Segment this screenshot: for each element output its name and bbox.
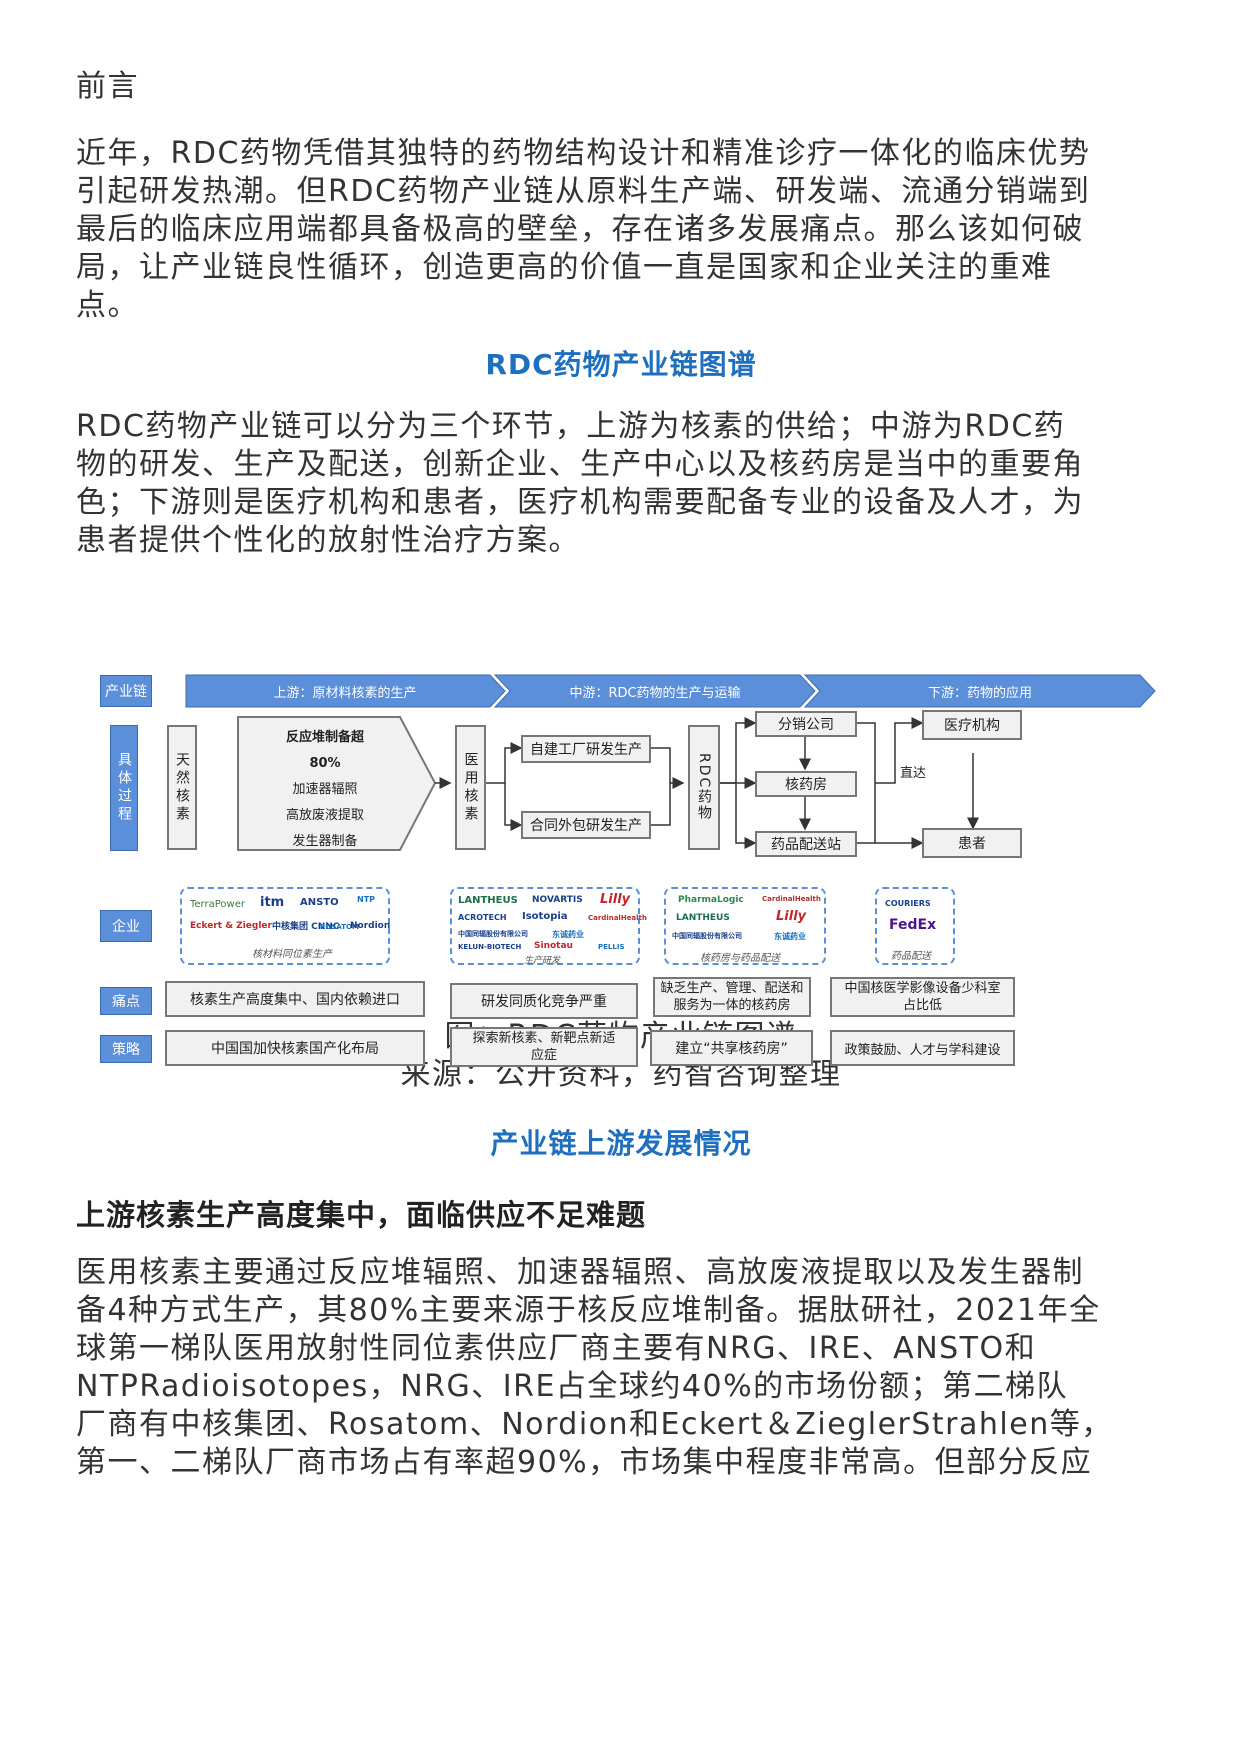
method-accelerator: 加速器辐照 — [292, 782, 358, 797]
company-logo: Eckert & Ziegler — [190, 921, 272, 931]
company-logo: CardinalHealth — [588, 914, 647, 922]
cdmo-box: 合同外包研发生产 — [521, 811, 651, 839]
company-logo: NOVARTIS — [532, 895, 583, 905]
midstream-companies-caption: 生产研发 — [524, 956, 561, 966]
stage-arrow-downstream — [803, 674, 1156, 708]
company-logo: Sinotau — [534, 941, 573, 951]
method-reactor-share: 80% — [309, 756, 341, 771]
direct-label: 直达 — [900, 766, 927, 781]
rdc-industry-chain-diagram: 产业链 具体过程 企业 痛点 策略 上游：原材料核素的生产 中游：RDC药物的生… — [100, 665, 1160, 1130]
stage-downstream-label: 下游：药物的应用 — [927, 686, 1032, 701]
patient-box: 患者 — [922, 828, 1022, 858]
row-label-chain: 产业链 — [100, 675, 152, 707]
strategy-downstream: 政策鼓励、人才与学科建设 — [830, 1030, 1015, 1066]
distribution-company-box: 分销公司 — [755, 711, 857, 737]
stage-arrow-upstream — [185, 674, 506, 708]
method-reactor: 反应堆制备超 — [285, 730, 364, 745]
company-logo: 中国同辐股份有限公司 — [458, 930, 528, 938]
intro-paragraph: 近年，RDC药物凭借其独特的药物结构设计和精准诊疗一体化的临床优势 引起研发热潮… — [76, 136, 1091, 323]
company-logo: COURIERS — [885, 899, 931, 908]
nuclear-pharmacy-box: 核药房 — [755, 771, 857, 797]
company-logo: KELUN-BIOTECH — [458, 943, 522, 951]
row-label-process: 具体过程 — [110, 725, 138, 851]
upstream-companies-caption: 核材料同位素生产 — [252, 949, 332, 960]
stage-upstream-label: 上游：原材料核素的生产 — [273, 686, 417, 701]
pain-downstream: 中国核医学影像设备少科室占比低 — [830, 977, 1015, 1017]
company-logo: ACROTECH — [458, 913, 507, 922]
company-logo: CardinalHealth — [762, 895, 821, 903]
row-label-companies: 企业 — [100, 910, 152, 942]
stage-midstream-label: 中游：RDC药物的生产与运输 — [569, 686, 741, 701]
company-logo: 东诚药业 — [552, 930, 584, 939]
company-logo: ANSTO — [300, 897, 339, 908]
medical-nuclide-box: 医用核素 — [455, 725, 486, 850]
strategy-midstream: 探索新核素、新靶点新适应症 — [450, 1027, 638, 1067]
row-label-strategy: 策略 — [100, 1035, 152, 1063]
company-logo: 东诚药业 — [774, 932, 806, 941]
delivery-companies-panel: COURIERS FedEx 药品配送 — [875, 887, 955, 965]
diagram-connectors — [185, 674, 1156, 851]
pain-pharmacy: 缺乏生产、管理、配送和服务为一体的核药房 — [653, 977, 811, 1017]
company-logo: TerraPower — [190, 899, 245, 910]
method-waste-extraction: 高放废液提取 — [285, 808, 364, 823]
strategy-pharmacy: 建立“共享核药房” — [650, 1030, 813, 1066]
rdc-drug-box: RDC药物 — [688, 725, 720, 850]
pharmacy-companies-caption: 核药房与药品配送 — [700, 953, 780, 964]
method-generator: 发生器制备 — [292, 834, 358, 849]
company-logo: 中国同辐股份有限公司 — [672, 932, 742, 940]
pharmacy-companies-panel: PharmaLogic CardinalHealth LANTHEUS Lill… — [664, 887, 826, 965]
company-logo: itm — [260, 895, 285, 910]
section-heading-chain-map: RDC药物产业链图谱 — [485, 348, 757, 381]
company-logo: LANTHEUS — [676, 913, 730, 923]
natural-nuclide-box: 天然核素 — [167, 725, 197, 850]
stage-arrow-midstream — [493, 674, 816, 708]
pain-midstream: 研发同质化竞争严重 — [450, 983, 638, 1019]
company-logo: Lilly — [776, 909, 807, 924]
delivery-station-box: 药品配送站 — [755, 831, 857, 857]
upstream-companies-panel: TerraPower itm ANSTO NTP Eckert & Ziegle… — [180, 887, 390, 965]
company-logo: Lilly — [600, 892, 631, 907]
pain-upstream: 核素生产高度集中、国内依赖进口 — [165, 981, 425, 1017]
company-logo: 中核集团 CNNC — [272, 922, 340, 932]
methods-arrow-shape — [237, 716, 437, 851]
company-logo: Nordion — [350, 921, 391, 931]
production-methods-list: 反应堆制备超 80% 加速器辐照 高放废液提取 发生器制备 — [240, 725, 410, 855]
strategy-upstream: 中国国加快核素国产化布局 — [165, 1030, 425, 1066]
upstream-paragraph: 医用核素主要通过反应堆辐照、加速器辐照、高放废液提取以及发生器制 备4种方式生产… — [76, 1255, 1113, 1480]
hospital-box: 医疗机构 — [922, 710, 1022, 740]
company-logo: ROSATOM — [320, 923, 359, 931]
section-heading-upstream: 产业链上游发展情况 — [490, 1127, 752, 1160]
company-logo: PharmaLogic — [678, 895, 744, 905]
chain-description-paragraph: RDC药物产业链可以分为三个环节，上游为核素的供给；中游为RDC药 物的研发、生… — [76, 409, 1084, 558]
company-logo: LANTHEUS — [458, 895, 518, 906]
self-built-factory-box: 自建工厂研发生产 — [521, 735, 651, 763]
preface-title: 前言 — [76, 69, 139, 104]
midstream-companies-panel: LANTHEUS NOVARTIS Lilly ACROTECH Isotopi… — [450, 887, 647, 966]
company-logo: NTP — [357, 895, 376, 904]
row-label-pain: 痛点 — [100, 987, 152, 1015]
delivery-companies-caption: 药品配送 — [891, 951, 931, 962]
company-logo: FedEx — [889, 917, 937, 933]
company-logo: PELLIS — [598, 943, 625, 951]
company-logo: Isotopia — [522, 911, 568, 922]
subheading-upstream-concentration: 上游核素生产高度集中，面临供应不足难题 — [76, 1198, 647, 1232]
